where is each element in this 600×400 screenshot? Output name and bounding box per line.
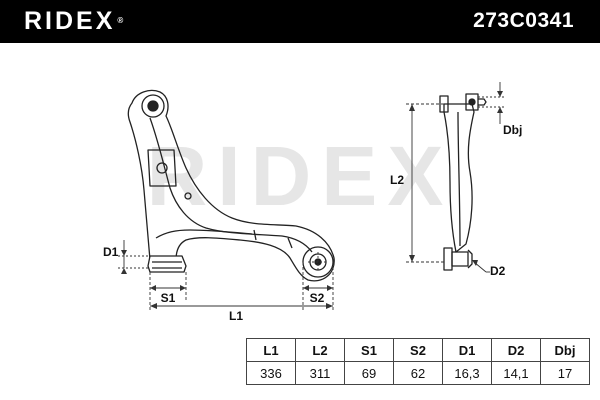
dimensions-value-row: 336 311 69 62 16,3 14,1 17 bbox=[246, 361, 590, 385]
front-view-dimension-lines bbox=[118, 240, 334, 312]
part-number: 273C0341 bbox=[473, 9, 574, 32]
label-dbj: Dbj bbox=[503, 123, 522, 137]
value-cell-s2: 62 bbox=[393, 361, 443, 385]
brand-logo-text: RIDEX bbox=[24, 7, 116, 35]
header-cell-s1: S1 bbox=[344, 338, 394, 362]
header-cell-d2: D2 bbox=[491, 338, 541, 362]
header-cell-l2: L2 bbox=[295, 338, 345, 362]
label-d2: D2 bbox=[490, 264, 506, 278]
control-arm-side-view bbox=[439, 93, 487, 271]
header-cell-l1: L1 bbox=[246, 338, 296, 362]
watermark-logo: RIDEX bbox=[147, 129, 454, 223]
value-cell-dbj: 17 bbox=[540, 361, 590, 385]
header-cell-d1: D1 bbox=[442, 338, 492, 362]
value-cell-s1: 69 bbox=[344, 361, 394, 385]
value-cell-d1: 16,3 bbox=[442, 361, 492, 385]
header-bar: RIDEX® 273C0341 bbox=[0, 0, 600, 43]
label-l1: L1 bbox=[229, 309, 243, 323]
header-cell-dbj: Dbj bbox=[540, 338, 590, 362]
value-cell-l1: 336 bbox=[246, 361, 296, 385]
front-view-arrowheads bbox=[121, 250, 333, 309]
label-s1: S1 bbox=[161, 291, 176, 305]
brand-logo: RIDEX® bbox=[24, 6, 123, 36]
value-cell-l2: 311 bbox=[295, 361, 345, 385]
dimensions-table: L1 L2 S1 S2 D1 D2 Dbj 336 311 69 62 16,3… bbox=[246, 338, 590, 385]
value-cell-d2: 14,1 bbox=[491, 361, 541, 385]
label-s2: S2 bbox=[310, 291, 325, 305]
control-arm-front-view bbox=[127, 89, 335, 282]
dimensions-header-row: L1 L2 S1 S2 D1 D2 Dbj bbox=[246, 338, 590, 362]
side-view-arrowheads bbox=[409, 91, 503, 266]
label-d1: D1 bbox=[103, 245, 119, 259]
header-cell-s2: S2 bbox=[393, 338, 443, 362]
label-l2: L2 bbox=[390, 173, 404, 187]
technical-drawing: RIDEX bbox=[103, 82, 522, 323]
registered-mark: ® bbox=[117, 16, 124, 25]
